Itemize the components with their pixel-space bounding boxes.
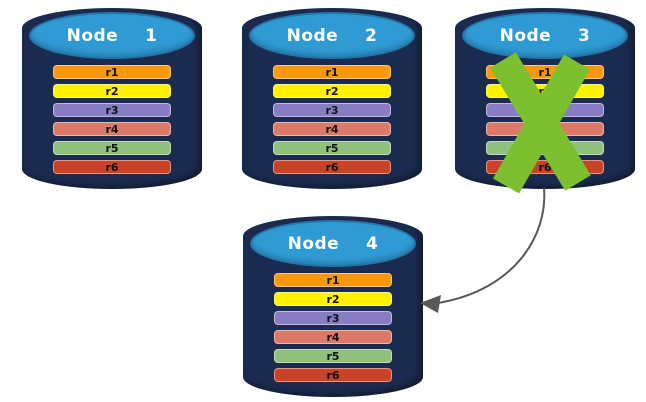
replica-bar: r3 [53, 103, 171, 117]
node-4: Node 4 r1 r2 r3 r4 r5 r6 [243, 216, 423, 397]
cylinder-top: Node 2 [249, 12, 415, 59]
replica-bar-label: r1 [538, 65, 552, 79]
replica-bar-label: r4 [105, 122, 119, 136]
cylinder-top: Node 3 [462, 12, 628, 59]
replica-bar-label: r5 [538, 141, 552, 155]
replica-bar-label: r4 [325, 122, 339, 136]
replica-bar: r1 [274, 273, 392, 287]
replica-bar-label: r3 [538, 103, 552, 117]
replica-bar: r2 [486, 84, 604, 98]
replica-bar: r4 [486, 122, 604, 136]
replica-bar-label: r2 [105, 84, 119, 98]
replica-bar: r3 [274, 311, 392, 325]
replica-bar: r2 [274, 292, 392, 306]
replica-bar: r5 [53, 141, 171, 155]
replica-list: r1 r2 r3 r4 r5 r6 [53, 65, 171, 174]
replica-list: r1 r2 r3 r4 r5 r6 [274, 273, 392, 382]
replica-bar: r3 [273, 103, 391, 117]
replica-bar-label: r3 [325, 103, 339, 117]
cylinder-top: Node 1 [29, 12, 195, 59]
replica-bar-label: r1 [325, 65, 339, 79]
replica-list: r1 r2 r3 r4 r5 r6 [273, 65, 391, 174]
node-title: Node 4 [287, 233, 379, 254]
replica-bar: r1 [486, 65, 604, 79]
replica-bar: r2 [273, 84, 391, 98]
replica-bar-label: r1 [105, 65, 119, 79]
replica-bar-label: r3 [105, 103, 119, 117]
replica-bar: r2 [53, 84, 171, 98]
replica-bar-label: r3 [326, 311, 340, 325]
replica-bar-label: r1 [326, 273, 340, 287]
replica-bar-label: r4 [326, 330, 340, 344]
replica-bar-label: r6 [538, 160, 552, 174]
arrowhead-icon [420, 295, 441, 313]
replica-bar: r3 [486, 103, 604, 117]
replica-bar-label: r6 [105, 160, 119, 174]
replica-bar-label: r2 [538, 84, 552, 98]
replica-bar: r5 [486, 141, 604, 155]
replica-bar: r6 [274, 368, 392, 382]
replica-bar-label: r4 [538, 122, 552, 136]
replica-bar: r5 [273, 141, 391, 155]
replica-bar-label: r2 [326, 292, 340, 306]
replica-bar-label: r5 [325, 141, 339, 155]
node-title: Node 3 [499, 25, 591, 46]
replica-bar: r6 [53, 160, 171, 174]
replica-list: r1 r2 r3 r4 r5 r6 [486, 65, 604, 174]
node-title: Node 2 [286, 25, 378, 46]
replica-bar: r6 [273, 160, 391, 174]
cylinder-top: Node 4 [250, 220, 416, 267]
replica-bar: r1 [273, 65, 391, 79]
replica-bar: r4 [53, 122, 171, 136]
replica-bar: r4 [273, 122, 391, 136]
replica-bar-label: r6 [325, 160, 339, 174]
replica-bar-label: r6 [326, 368, 340, 382]
replication-arrow [420, 187, 546, 313]
node-1: Node 1 r1 r2 r3 r4 r5 r6 [22, 8, 202, 189]
node-3: Node 3 r1 r2 r3 r4 r5 r6 [455, 8, 635, 189]
node-2: Node 2 r1 r2 r3 r4 r5 r6 [242, 8, 422, 189]
replica-bar-label: r2 [325, 84, 339, 98]
replica-bar: r6 [486, 160, 604, 174]
replica-bar-label: r5 [326, 349, 340, 363]
replica-bar: r1 [53, 65, 171, 79]
node-title: Node 1 [66, 25, 158, 46]
arrow-curve [437, 187, 546, 304]
replica-bar: r5 [274, 349, 392, 363]
replica-bar-label: r5 [105, 141, 119, 155]
replica-bar: r4 [274, 330, 392, 344]
